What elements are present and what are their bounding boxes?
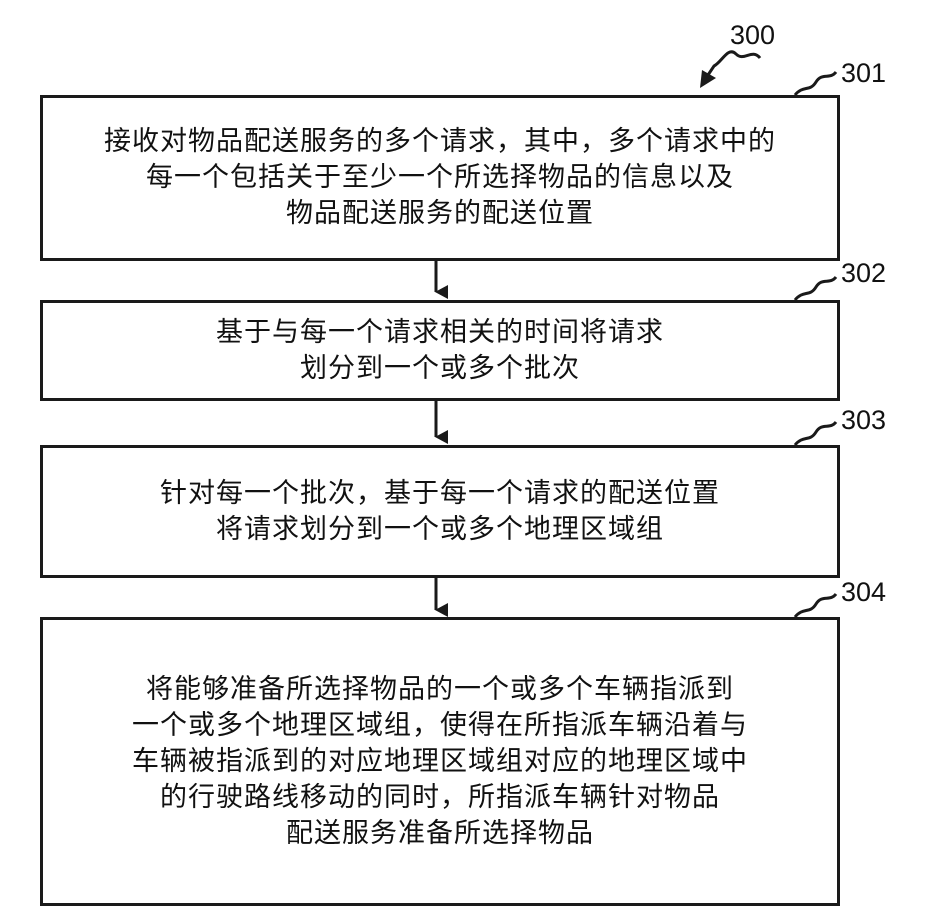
step-304-line: 一个或多个地理区域组，使得在所指派车辆沿着与 — [132, 708, 748, 744]
step-302-line: 基于与每一个请求相关的时间将请求 — [216, 315, 664, 351]
step-box-302: 基于与每一个请求相关的时间将请求 划分到一个或多个批次 — [40, 300, 840, 401]
step-box-304: 将能够准备所选择物品的一个或多个车辆指派到 一个或多个地理区域组，使得在所指派车… — [40, 617, 840, 906]
step-text-302: 基于与每一个请求相关的时间将请求 划分到一个或多个批次 — [216, 315, 664, 387]
step-301-line: 每一个包括关于至少一个所选择物品的信息以及 — [104, 160, 776, 196]
figure-number: 300 — [730, 20, 775, 51]
step-302-ref: 302 — [841, 258, 886, 289]
step-304-line: 将能够准备所选择物品的一个或多个车辆指派到 — [132, 672, 748, 708]
ref-squiggle-301 — [795, 72, 836, 95]
step-box-303: 针对每一个批次，基于每一个请求的配送位置 将请求划分到一个或多个地理区域组 — [40, 445, 840, 578]
ref-squiggle-303 — [795, 422, 836, 445]
step-301-line: 接收对物品配送服务的多个请求，其中，多个请求中的 — [104, 124, 776, 160]
step-303-ref: 303 — [841, 405, 886, 436]
figure-pointer-squiggle — [706, 52, 760, 78]
step-box-301: 接收对物品配送服务的多个请求，其中，多个请求中的 每一个包括关于至少一个所选择物… — [40, 95, 840, 261]
step-303-line: 将请求划分到一个或多个地理区域组 — [160, 512, 720, 548]
step-301-line: 物品配送服务的配送位置 — [104, 196, 776, 232]
step-302-line: 划分到一个或多个批次 — [216, 351, 664, 387]
ref-squiggle-302 — [795, 277, 836, 300]
ref-squiggle-304 — [795, 594, 836, 617]
step-text-301: 接收对物品配送服务的多个请求，其中，多个请求中的 每一个包括关于至少一个所选择物… — [104, 124, 776, 232]
step-text-303: 针对每一个批次，基于每一个请求的配送位置 将请求划分到一个或多个地理区域组 — [160, 476, 720, 548]
step-304-line: 车辆被指派到的对应地理区域组对应的地理区域中 — [132, 744, 748, 780]
step-304-line: 的行驶路线移动的同时，所指派车辆针对物品 — [132, 780, 748, 816]
step-304-ref: 304 — [841, 577, 886, 608]
step-303-line: 针对每一个批次，基于每一个请求的配送位置 — [160, 476, 720, 512]
step-301-ref: 301 — [841, 58, 886, 89]
step-304-line: 配送服务准备所选择物品 — [132, 816, 748, 852]
step-text-304: 将能够准备所选择物品的一个或多个车辆指派到 一个或多个地理区域组，使得在所指派车… — [132, 672, 748, 852]
